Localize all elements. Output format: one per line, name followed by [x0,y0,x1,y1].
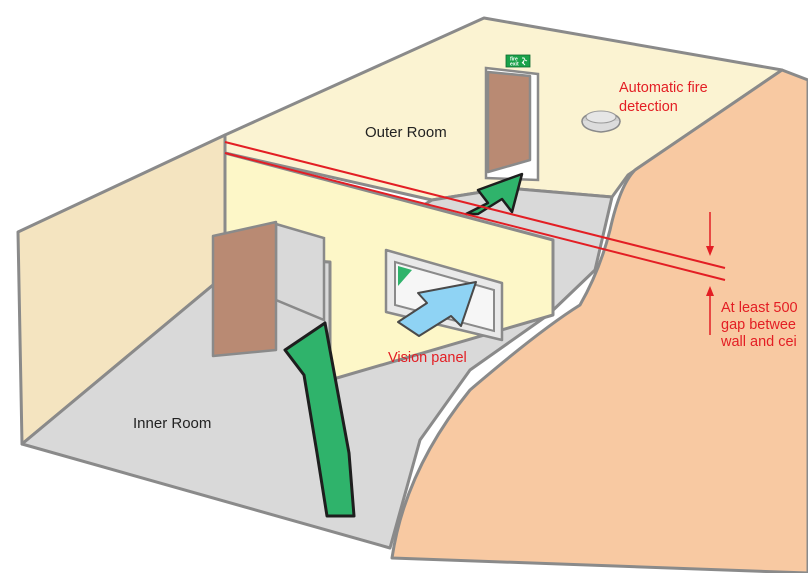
escape-route-arrow-outer [464,172,524,216]
exit-sign-line2: exit [510,62,519,68]
inner-room-door [211,220,278,358]
gap-label-line1: At least 500 [721,300,798,316]
vision-panel-label: Vision panel [388,350,467,366]
vision-panel [384,248,504,342]
gap-dimension-arrows [706,212,714,335]
running-man-icon [521,57,528,66]
wall-top-line [224,152,726,281]
exit-sign-line1: fire [510,57,518,63]
fire-exit-sign: fire exit [505,54,531,68]
gap-label-line2: gap betwee [721,317,796,333]
ceiling-line [224,141,726,269]
inner-room-label: Inner Room [133,415,211,432]
cutaway-outer-wall [390,68,808,573]
gap-label-line3: wall and cei [720,334,797,350]
outer-room-door [486,70,532,174]
fire-detection-label-line2: detection [619,99,678,115]
outer-room-label: Outer Room [365,124,447,141]
fire-detection-label-line1: Automatic fire [619,80,708,96]
smoke-detector-icon [581,110,621,133]
escape-route-arrow-inner [283,321,356,518]
vision-arrow [397,281,477,337]
